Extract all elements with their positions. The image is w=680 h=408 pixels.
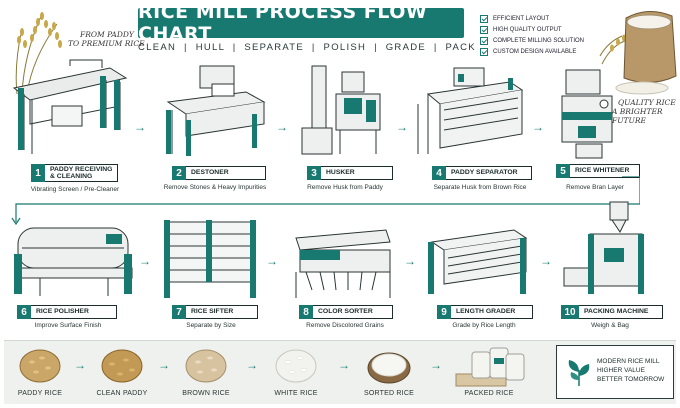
step-label: HUSKER xyxy=(321,166,393,180)
step-number: 9 xyxy=(437,305,451,319)
step-10-desc: Weigh & Bag xyxy=(591,322,629,329)
step-number: 2 xyxy=(172,166,186,180)
step-3-desc: Remove Husk from Paddy xyxy=(307,184,383,191)
rice-sack-illustration xyxy=(598,4,678,96)
step-label: RICE WHITENER xyxy=(570,164,640,178)
arrow-right-icon: → xyxy=(158,358,170,372)
feature-item: HIGH QUALITY OUTPUT xyxy=(480,24,590,35)
arrow-right-icon: → xyxy=(266,254,278,268)
arrow-right-icon: → xyxy=(276,120,288,134)
step-10-tag: 10 PACKING MACHINE xyxy=(561,305,663,319)
check-icon xyxy=(480,36,488,45)
arrow-right-icon: → xyxy=(74,358,86,372)
step-label: PACKING MACHINE xyxy=(579,305,663,319)
step-label: PADDY SEPARATOR xyxy=(446,166,532,180)
step-7-desc: Separate by Size xyxy=(186,322,236,329)
arrow-right-icon: → xyxy=(540,254,552,268)
step-6-desc: Improve Surface Finish xyxy=(34,322,102,329)
machine-destoner xyxy=(160,62,268,158)
machine-rice-sifter xyxy=(160,216,260,300)
motto-text: MODERN RICE MILL HIGHER VALUE BETTER TOM… xyxy=(597,358,665,383)
machine-husker xyxy=(296,58,392,158)
step-4-desc: Separate Husk from Brown Rice xyxy=(433,184,527,191)
arrow-right-icon: → xyxy=(338,358,350,372)
machine-paddy-separator xyxy=(414,64,526,160)
product-label: PADDY RICE xyxy=(17,390,63,397)
machine-paddy-receiving xyxy=(10,58,128,156)
step-number: 5 xyxy=(556,164,570,178)
product-paddy-rice-image xyxy=(18,346,62,391)
step-number: 1 xyxy=(31,164,45,182)
step-2-tag: 2 DESTONER xyxy=(172,166,266,180)
product-label: SORTED RICE xyxy=(364,390,414,397)
product-sorted-rice-image xyxy=(366,346,412,391)
machine-rice-polisher xyxy=(10,214,136,298)
step-5-tag: 5 RICE WHITENER xyxy=(556,164,640,178)
page-title: RICE MILL PROCESS FLOW CHART xyxy=(138,1,428,45)
check-icon xyxy=(480,14,488,23)
step-number: 6 xyxy=(17,305,31,319)
arrow-right-icon: → xyxy=(139,254,151,268)
step-label: RICE POLISHER xyxy=(31,305,117,319)
machine-color-sorter xyxy=(290,220,394,300)
step-number: 10 xyxy=(561,305,579,319)
slogan-left: FROM PADDY TO PREMIUM RICE xyxy=(68,30,145,48)
product-white-rice-image xyxy=(274,346,318,391)
arrow-right-icon: → xyxy=(532,120,544,134)
step-8-desc: Remove Discolored Grains xyxy=(306,322,384,329)
product-packed-rice-image xyxy=(452,342,528,393)
page-subtitle: CLEAN | HULL | SEPARATE | POLISH | GRADE… xyxy=(138,42,476,53)
arrow-right-icon: → xyxy=(134,120,146,134)
step-6-tag: 6 RICE POLISHER xyxy=(17,305,117,319)
step-2-desc: Remove Stones & Heavy Impurities xyxy=(163,184,267,191)
feature-list: EFFICIENT LAYOUT HIGH QUALITY OUTPUT COM… xyxy=(480,13,590,57)
flow-connector xyxy=(11,176,640,226)
step-label: DESTONER xyxy=(186,166,266,180)
step-4-tag: 4 PADDY SEPARATOR xyxy=(432,166,532,180)
slogan-right: QUALITY RICE A BRIGHTER FUTURE xyxy=(612,98,676,125)
check-icon xyxy=(480,47,488,56)
product-label: PACKED RICE xyxy=(464,390,514,397)
step-9-tag: 9 LENGTH GRADER xyxy=(437,305,533,319)
check-icon xyxy=(480,25,488,34)
step-7-tag: 7 RICE SIFTER xyxy=(172,305,258,319)
arrow-right-icon: → xyxy=(430,358,442,372)
product-label: BROWN RICE xyxy=(182,390,230,397)
feature-item: COMPLETE MILLING SOLUTION xyxy=(480,35,590,46)
title-banner: RICE MILL PROCESS FLOW CHART xyxy=(138,1,464,45)
step-label: PADDY RECEIVING & CLEANING xyxy=(45,164,119,182)
arrow-right-icon: → xyxy=(246,358,258,372)
step-8-tag: 8 COLOR SORTER xyxy=(299,305,393,319)
step-9-desc: Grade by Rice Length xyxy=(452,322,516,329)
machine-length-grader xyxy=(424,222,532,300)
machine-packing xyxy=(560,198,660,300)
product-label: WHITE RICE xyxy=(274,390,318,397)
step-1-desc: Vibrating Screen / Pre-Cleaner xyxy=(30,186,120,193)
step-1-tag: 1 PADDY RECEIVING & CLEANING xyxy=(31,164,119,182)
step-3-tag: 3 HUSKER xyxy=(307,166,393,180)
machine-rice-whitener xyxy=(556,66,624,162)
product-brown-rice-image xyxy=(184,346,228,391)
step-number: 3 xyxy=(307,166,321,180)
step-number: 4 xyxy=(432,166,446,180)
leaf-icon xyxy=(568,360,590,386)
step-label: LENGTH GRADER xyxy=(451,305,533,319)
step-label: RICE SIFTER xyxy=(186,305,258,319)
feature-item: EFFICIENT LAYOUT xyxy=(480,13,590,24)
arrow-right-icon: → xyxy=(404,254,416,268)
motto-box: MODERN RICE MILL HIGHER VALUE BETTER TOM… xyxy=(556,345,674,399)
step-number: 8 xyxy=(299,305,313,319)
feature-item: CUSTOM DESIGN AVAILABLE xyxy=(480,46,590,57)
step-number: 7 xyxy=(172,305,186,319)
arrow-right-icon: → xyxy=(396,120,408,134)
product-label: CLEAN PADDY xyxy=(96,390,148,397)
step-5-desc: Remove Bran Layer xyxy=(566,184,624,191)
step-label: COLOR SORTER xyxy=(313,305,393,319)
product-clean-paddy-image xyxy=(100,346,144,391)
